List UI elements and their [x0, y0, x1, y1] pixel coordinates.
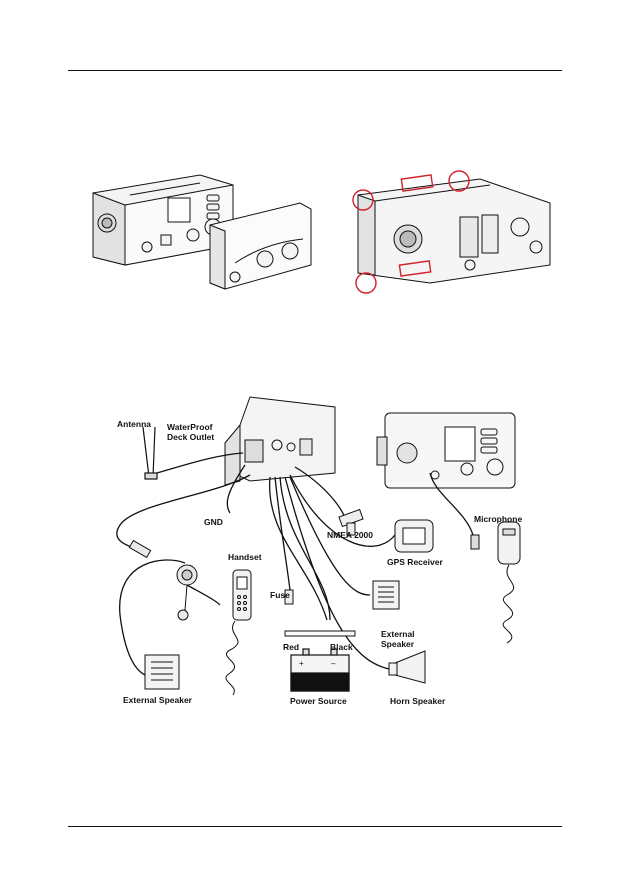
svg-text:+: +	[299, 659, 304, 668]
external-speaker-right-label-line2: Speaker	[381, 639, 415, 649]
external-speaker-left-label: External Speaker	[123, 695, 192, 705]
black-wire-label: Black	[330, 642, 353, 652]
battery: + –	[290, 648, 350, 692]
external-speaker-left	[144, 654, 180, 690]
nmea2000-connector	[338, 508, 364, 536]
gnd-label: GND	[204, 517, 223, 527]
nmea2000-label: NMEA 2000	[327, 530, 373, 540]
external-speaker-right-label-line1: External	[381, 629, 415, 639]
waterproof-deck-outlet-label-line2: Deck Outlet	[167, 432, 215, 442]
gps-receiver	[394, 519, 434, 553]
microphone-label: Microphone	[474, 514, 523, 524]
wiring-diagram: + –	[116, 396, 521, 696]
svg-text:–: –	[331, 659, 336, 668]
deck-outlet	[128, 539, 198, 621]
handset-label: Handset	[228, 552, 262, 562]
radio-front-unit	[376, 412, 516, 489]
power-source-label: Power Source	[290, 696, 347, 706]
horn-speaker	[388, 650, 426, 684]
microphone-device	[470, 521, 521, 644]
horn-speaker-label: Horn Speaker	[390, 696, 446, 706]
fuse	[284, 589, 294, 605]
external-speaker-right	[372, 580, 400, 610]
red-wire-label: Red	[283, 642, 300, 652]
header-rule	[68, 70, 562, 71]
radio-rear-clips-figure	[352, 170, 551, 294]
handset-device	[225, 569, 252, 696]
fuse-label: Fuse	[270, 590, 290, 600]
antenna-label: Antenna	[117, 419, 151, 429]
radio-rear-unit	[224, 396, 336, 486]
gps-receiver-label: GPS Receiver	[387, 557, 443, 567]
antenna	[142, 426, 158, 480]
footer-rule	[68, 826, 562, 827]
radio-with-bezel-figure	[92, 174, 312, 290]
power-bar	[284, 630, 356, 637]
waterproof-deck-outlet-label-line1: WaterProof	[167, 422, 213, 432]
